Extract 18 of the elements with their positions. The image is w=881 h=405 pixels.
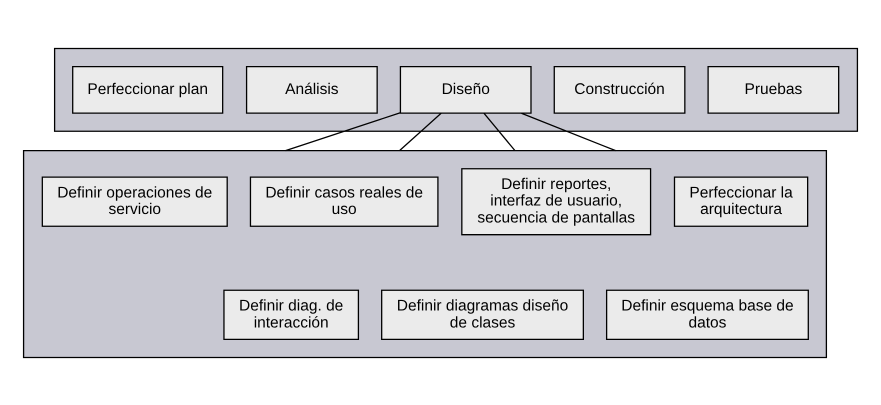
node-box: Análisis <box>246 65 378 114</box>
node-box: Definir diagramas diseño de clases <box>381 289 584 340</box>
node-box: Definir reportes, interfaz de usuario, secuencia de pantallas <box>461 168 652 235</box>
node-box: Definir diag. de interacción <box>223 289 360 340</box>
node-box: Diseño <box>400 65 532 114</box>
node-box: Perfeccionar plan <box>72 65 224 114</box>
node-box: Definir operaciones de servicio <box>42 176 228 226</box>
node-box: Construcción <box>554 65 686 114</box>
cluster <box>54 47 858 132</box>
connector <box>521 112 616 151</box>
cluster <box>22 150 828 358</box>
node-box: Definir casos reales de uso <box>250 176 439 226</box>
connector <box>484 112 516 151</box>
connector <box>399 112 442 151</box>
node-box: Perfeccionar la arquitectura <box>674 176 808 226</box>
connector <box>285 112 401 151</box>
node-box: Definir esquema base de datos <box>606 289 809 340</box>
node-box: Pruebas <box>707 65 840 114</box>
